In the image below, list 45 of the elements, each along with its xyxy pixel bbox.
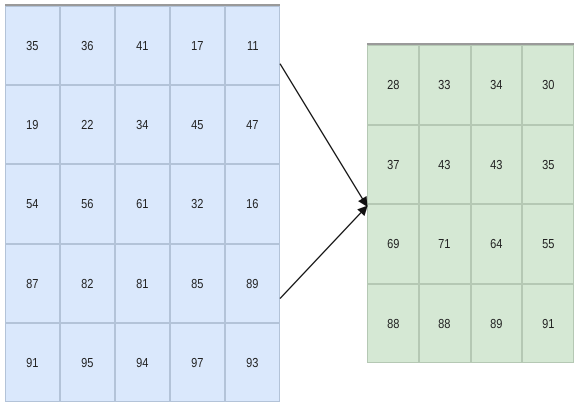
table-cell: 54 (5, 164, 60, 244)
table-cell: 43 (418, 124, 470, 204)
table-cell: 89 (470, 284, 522, 363)
table-cell: 34 (470, 45, 522, 124)
table-cell: 33 (418, 45, 470, 124)
table-cell: 91 (522, 284, 574, 363)
table-cell: 55 (522, 204, 574, 284)
table-cell: 56 (60, 164, 115, 244)
table-cell: 91 (5, 322, 60, 402)
table-cell: 43 (470, 124, 522, 204)
table-cell: 97 (170, 322, 225, 402)
table-cell: 64 (470, 204, 522, 284)
table-cell: 94 (115, 322, 170, 402)
table-cell: 71 (418, 204, 470, 284)
table-cell: 11 (225, 6, 280, 86)
table-cell: 45 (170, 85, 225, 164)
table-cell: 41 (115, 6, 170, 86)
table-cell: 34 (115, 85, 170, 164)
table-cell: 61 (115, 164, 170, 244)
table-cell: 88 (367, 284, 419, 363)
table-cell: 35 (522, 124, 574, 204)
table-cell: 36 (60, 6, 115, 86)
number-grid (5, 4, 280, 402)
table-cell: 69 (367, 204, 419, 284)
table-cell: 28 (367, 45, 419, 124)
table-cell: 81 (115, 244, 170, 323)
table-cell: 19 (5, 85, 60, 164)
arrow (279, 63, 368, 208)
table-cell: 35 (5, 6, 60, 86)
arrow (280, 205, 368, 299)
table-cell: 93 (225, 322, 280, 402)
table-cell: 37 (367, 124, 419, 204)
table-cell: 47 (225, 85, 280, 164)
table-cell: 88 (418, 284, 470, 363)
table-cell: 16 (225, 164, 280, 244)
table-cell: 89 (225, 244, 280, 323)
table-cell: 95 (60, 322, 115, 402)
table-cell: 32 (170, 164, 225, 244)
table-cell: 82 (60, 244, 115, 323)
table-cell: 17 (170, 6, 225, 86)
table-cell: 85 (170, 244, 225, 323)
table-cell: 30 (522, 45, 574, 124)
table-cell: 22 (60, 85, 115, 164)
number-grid (367, 43, 574, 363)
table-cell: 87 (5, 244, 60, 323)
